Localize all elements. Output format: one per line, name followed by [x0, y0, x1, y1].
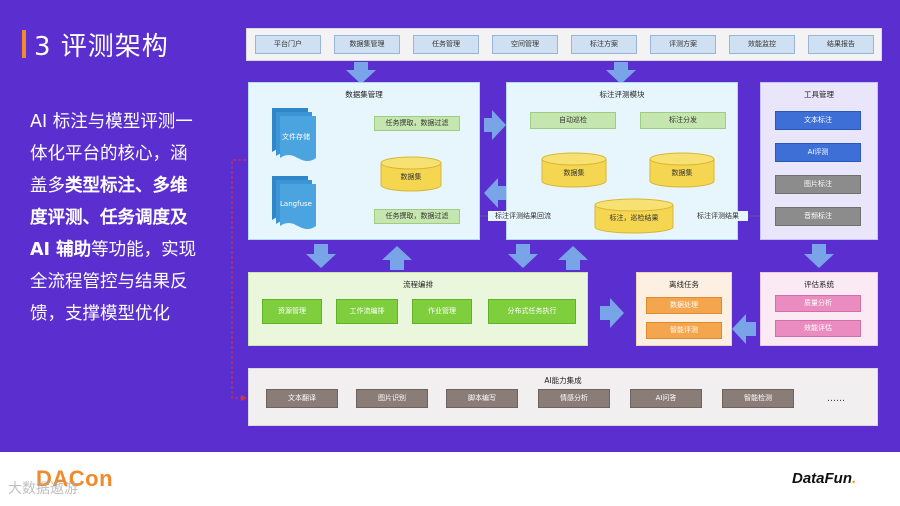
ai-script-writing[interactable]: 脚本编写: [446, 389, 518, 408]
workflow-resource[interactable]: 资源管理: [262, 299, 322, 324]
offline-smart-eval[interactable]: 智能评测: [646, 322, 722, 339]
datafun-logo-dot: .: [852, 470, 857, 487]
db-label-2: 数据集: [671, 169, 693, 177]
description-part-2: 等功能，实现全流程管控与结果反馈，支撑模型优化: [30, 240, 197, 324]
auto-check-chip: 自动巡检: [530, 112, 616, 129]
arrow-down-3: [306, 244, 336, 268]
filter-bottom-chip: 任务撰取，数据过滤: [374, 209, 460, 224]
db-icon-1: [541, 152, 607, 188]
arrow-down-5: [804, 244, 834, 268]
red-dashed-connector: [231, 159, 247, 401]
arrow-left-1: [484, 178, 506, 208]
tools-panel-title: 工具管理: [804, 90, 834, 99]
label-result-flow-label: 标注评测结果: [688, 211, 748, 221]
ai-sentiment-analysis[interactable]: 情感分析: [538, 389, 610, 408]
nav-item-label-plan[interactable]: 标注方案: [571, 35, 637, 54]
workflow-jobs[interactable]: 作业管理: [412, 299, 472, 324]
filter-top-chip: 任务撰取，数据过滤: [374, 116, 460, 131]
description-text: AI 标注与模型评测一体化平台的核心，涵盖多类型标注、多维度评测、任务调度及 A…: [30, 106, 200, 330]
db-label-1: 数据集: [563, 169, 585, 177]
slide-title: 3 评测架构: [34, 32, 169, 62]
workflow-editor[interactable]: 工作流编排: [336, 299, 398, 324]
watermark-text: 大数据遨游: [8, 481, 78, 497]
offline-data-processing[interactable]: 数据处理: [646, 297, 722, 314]
tool-ai-eval[interactable]: AI评测: [775, 143, 861, 162]
offline-panel-title: 离线任务: [669, 280, 699, 289]
ai-capability-panel-title: AI能力集成: [544, 376, 582, 385]
doc-langfuse-label: Langfuse: [280, 200, 312, 208]
nav-item-eval-plan[interactable]: 评测方案: [650, 35, 716, 54]
block-arrows: [306, 62, 834, 344]
arrow-up-2: [558, 246, 588, 270]
ai-qa[interactable]: AI问答: [630, 389, 702, 408]
dataset-panel-title: 数据集管理: [345, 90, 383, 99]
arrow-down-1: [346, 62, 376, 84]
nav-item-space[interactable]: 空间管理: [492, 35, 558, 54]
dacon-logo: DACon: [36, 466, 114, 491]
title-accent-bar: [22, 30, 26, 58]
footer-bar: [0, 452, 900, 506]
description-part-1: AI 标注与模型评测一体化平台的核心，涵盖多: [30, 112, 193, 196]
ai-text-translation[interactable]: 文本翻译: [266, 389, 338, 408]
result-db-icon: [594, 198, 674, 234]
datafun-logo-text: DataFun: [792, 470, 852, 487]
top-nav-bar: 平台门户 数据集管理 任务管理 空间管理 标注方案 评测方案 效能监控 结果报告: [246, 28, 882, 61]
workflow-panel-title: 流程编排: [403, 280, 433, 289]
arrow-down-2: [606, 62, 636, 84]
arrow-right-1: [484, 110, 506, 140]
eval-quality-analysis[interactable]: 质量分析: [775, 295, 861, 312]
nav-item-report[interactable]: 结果报告: [808, 35, 874, 54]
nav-item-portal[interactable]: 平台门户: [255, 35, 321, 54]
nav-item-dataset[interactable]: 数据集管理: [334, 35, 400, 54]
dataset-db-icon: [380, 156, 442, 192]
tool-audio-label[interactable]: 音频标注: [775, 207, 861, 226]
doc-file-storage-label: 文件存储: [282, 133, 310, 141]
result-db-label: 标注，巡检结果: [609, 214, 659, 222]
dataset-db-label: 数据集: [400, 173, 422, 181]
file-stack-icon: [272, 108, 316, 161]
datafun-logo: DataFun.: [792, 470, 856, 487]
tool-text-label[interactable]: 文本标注: [775, 111, 861, 130]
ai-more-ellipsis: ……: [827, 394, 845, 404]
arrow-right-2: [600, 298, 624, 328]
langfuse-stack-icon: [272, 176, 316, 229]
arrow-down-4: [508, 244, 538, 268]
description-bold: 类型标注、多维度评测、任务调度及 AI 辅助: [30, 176, 188, 260]
tool-image-label[interactable]: 图片标注: [775, 175, 861, 194]
arrow-left-2: [732, 314, 756, 344]
feedback-label: 标注评测结果回流: [488, 211, 558, 221]
db-icon-2: [649, 152, 715, 188]
dispatch-chip: 标注分发: [640, 112, 726, 129]
arrow-up-1: [382, 246, 412, 270]
nav-item-monitor[interactable]: 效能监控: [729, 35, 795, 54]
ai-image-recognition[interactable]: 图片识别: [356, 389, 428, 408]
workflow-distributed[interactable]: 分布式任务执行: [488, 299, 576, 324]
ai-smart-detection[interactable]: 智能检测: [722, 389, 794, 408]
eval-efficiency[interactable]: 效能评估: [775, 320, 861, 337]
nav-item-tasks[interactable]: 任务管理: [413, 35, 479, 54]
label-eval-panel-title: 标注评测模块: [599, 90, 645, 99]
eval-system-panel-title: 评估系统: [804, 280, 834, 289]
